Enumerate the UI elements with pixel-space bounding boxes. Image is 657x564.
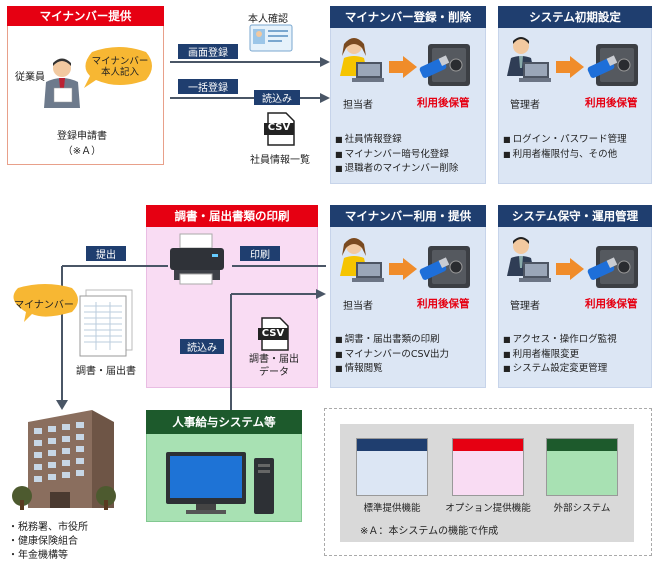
list-item: ログイン・パスワード管理 (503, 133, 627, 148)
register-storage: 利用後保管 (417, 97, 470, 109)
legend-label: 標準提供機能 (363, 503, 421, 514)
maint-role: 管理者 (510, 301, 540, 312)
list-item: 情報閲覧 (335, 362, 449, 377)
employee-list-label: 社員情報一覧 (250, 155, 310, 166)
list-item: 社員情報登録 (335, 133, 458, 148)
employee-icon (44, 58, 80, 108)
legend-swatch-bar (357, 439, 427, 451)
legend-swatch (356, 438, 428, 496)
provide-title: マイナンバー提供 (7, 6, 164, 26)
use-storage: 利用後保管 (417, 298, 470, 310)
safe-icon (419, 44, 470, 86)
maint-title: システム保守・運用管理 (498, 205, 652, 227)
application-note: （※Ａ） (62, 146, 102, 157)
use-items: 調書・届出書類の印刷 マイナンバーのCSV出力 情報閲覧 (335, 333, 449, 377)
list-item: 利用者権限変更 (503, 348, 617, 363)
init-items: ログイン・パスワード管理 利用者権限付与、その他 (503, 133, 627, 162)
safe-icon (419, 246, 470, 288)
manager-icon (507, 37, 551, 82)
legend-swatch-bar (547, 439, 617, 451)
office-list: ・税務署、市役所 ・健康保険組合 ・年金機構等 (8, 521, 88, 563)
id-card-icon (249, 24, 293, 52)
init-title: システム初期設定 (498, 6, 652, 28)
arrow-right-icon (556, 258, 584, 280)
office-building-icon (12, 410, 116, 510)
legend-label: オプション提供機能 (445, 503, 531, 514)
list-item: システム設定変更管理 (503, 362, 617, 377)
mynumber-bubble2-text: マイナンバー (14, 300, 74, 311)
manager-icon (507, 237, 551, 282)
csv-file-icon-2 (258, 317, 289, 351)
list-item: 退職者のマイナンバー削除 (335, 162, 459, 177)
worker-icon (340, 38, 384, 82)
mynumber-bubble-shape (84, 47, 152, 88)
bulk-register-tag: 一括登録 (178, 79, 238, 94)
mynumber-bubble-text: マイナンバー 本人記入 (91, 56, 149, 78)
list-item: マイナンバー暗号化登録 (335, 148, 458, 163)
employee-label: 従業員 (15, 72, 45, 83)
legend-swatch (546, 438, 618, 496)
list-item: ・税務署、市役所 (8, 522, 88, 533)
list-item: アクセス・操作ログ監視 (503, 333, 617, 348)
legend-swatch-bar (453, 439, 523, 451)
legend-label: 外部システム (553, 503, 611, 514)
print-title: 調書・届出書類の印刷 (146, 205, 318, 227)
arrow-right-icon (389, 56, 417, 78)
safe-icon (587, 44, 638, 86)
legend-box (324, 408, 652, 556)
register-title: マイナンバー登録・削除 (330, 6, 486, 28)
read-in2-tag: 読込み (180, 339, 224, 354)
mynumber-bubble2-shape (13, 284, 78, 322)
csv2-label: CSV (261, 328, 285, 339)
screen-register-arrow (170, 57, 330, 67)
hr-title: 人事給与システム等 (146, 410, 302, 434)
screen-register-tag: 画面登録 (178, 44, 238, 59)
arrow-right-icon (556, 56, 584, 78)
list-item: ・健康保険組合 (8, 536, 78, 547)
list-item: 調書・届出書類の印刷 (335, 333, 449, 348)
print-tag: 印刷 (240, 246, 280, 261)
use-title: マイナンバー利用・提供 (330, 205, 486, 227)
list-item: 利用者権限付与、その他 (503, 148, 627, 163)
init-role: 管理者 (510, 100, 540, 111)
submit-tag: 提出 (86, 246, 126, 261)
id-check-label: 本人確認 (248, 14, 288, 25)
register-role: 担当者 (343, 100, 373, 111)
document-icon (79, 289, 133, 357)
arrow-right-icon (389, 258, 417, 280)
maint-storage: 利用後保管 (585, 298, 638, 310)
printer-icon (170, 233, 224, 285)
csv-label: CSV (267, 122, 291, 133)
docs-data-label: 調書・届出 データ (249, 354, 299, 378)
legend-swatch (452, 438, 524, 496)
legend-note: ※Ａ：本システムの機能で作成 (360, 526, 499, 537)
register-items: 社員情報登録 マイナンバー暗号化登録 退職者のマイナンバー削除 (335, 133, 459, 177)
csv-file-icon (264, 112, 295, 146)
read-in-tag: 読込み (254, 90, 300, 105)
use-role: 担当者 (343, 301, 373, 312)
computer-icon (166, 452, 274, 514)
docs-label: 調書・届出書 (76, 366, 136, 377)
safe-icon (587, 246, 638, 288)
maint-items: アクセス・操作ログ監視 利用者権限変更 システム設定変更管理 (503, 333, 617, 377)
list-item: ・年金機構等 (8, 550, 68, 561)
application-form-label: 登録申請書 (57, 131, 107, 142)
list-item: マイナンバーのCSV出力 (335, 348, 449, 363)
worker-icon (340, 238, 384, 282)
init-storage: 利用後保管 (585, 97, 638, 109)
